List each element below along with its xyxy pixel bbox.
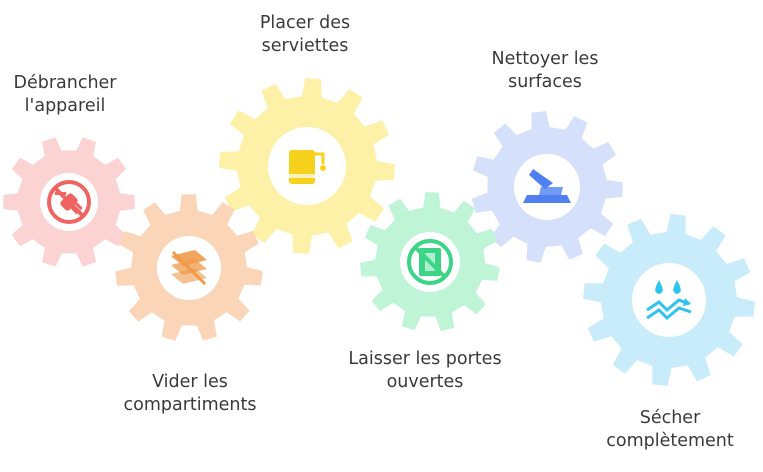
empty-drawers-icon xyxy=(171,250,207,286)
gear-place-towels xyxy=(219,78,395,254)
gear-center xyxy=(632,263,706,337)
gear-clean-surfaces xyxy=(471,111,623,263)
drying-icon xyxy=(646,280,692,321)
towel-icon xyxy=(289,150,326,184)
gear-dry-completely xyxy=(583,214,755,386)
unplug-icon xyxy=(47,180,91,224)
clean-surface-icon xyxy=(523,169,571,206)
gear-empty-compartments xyxy=(115,194,263,341)
gear-unplug xyxy=(3,137,135,267)
open-doors-icon xyxy=(407,239,453,285)
gear-leave-doors-open xyxy=(360,192,500,332)
